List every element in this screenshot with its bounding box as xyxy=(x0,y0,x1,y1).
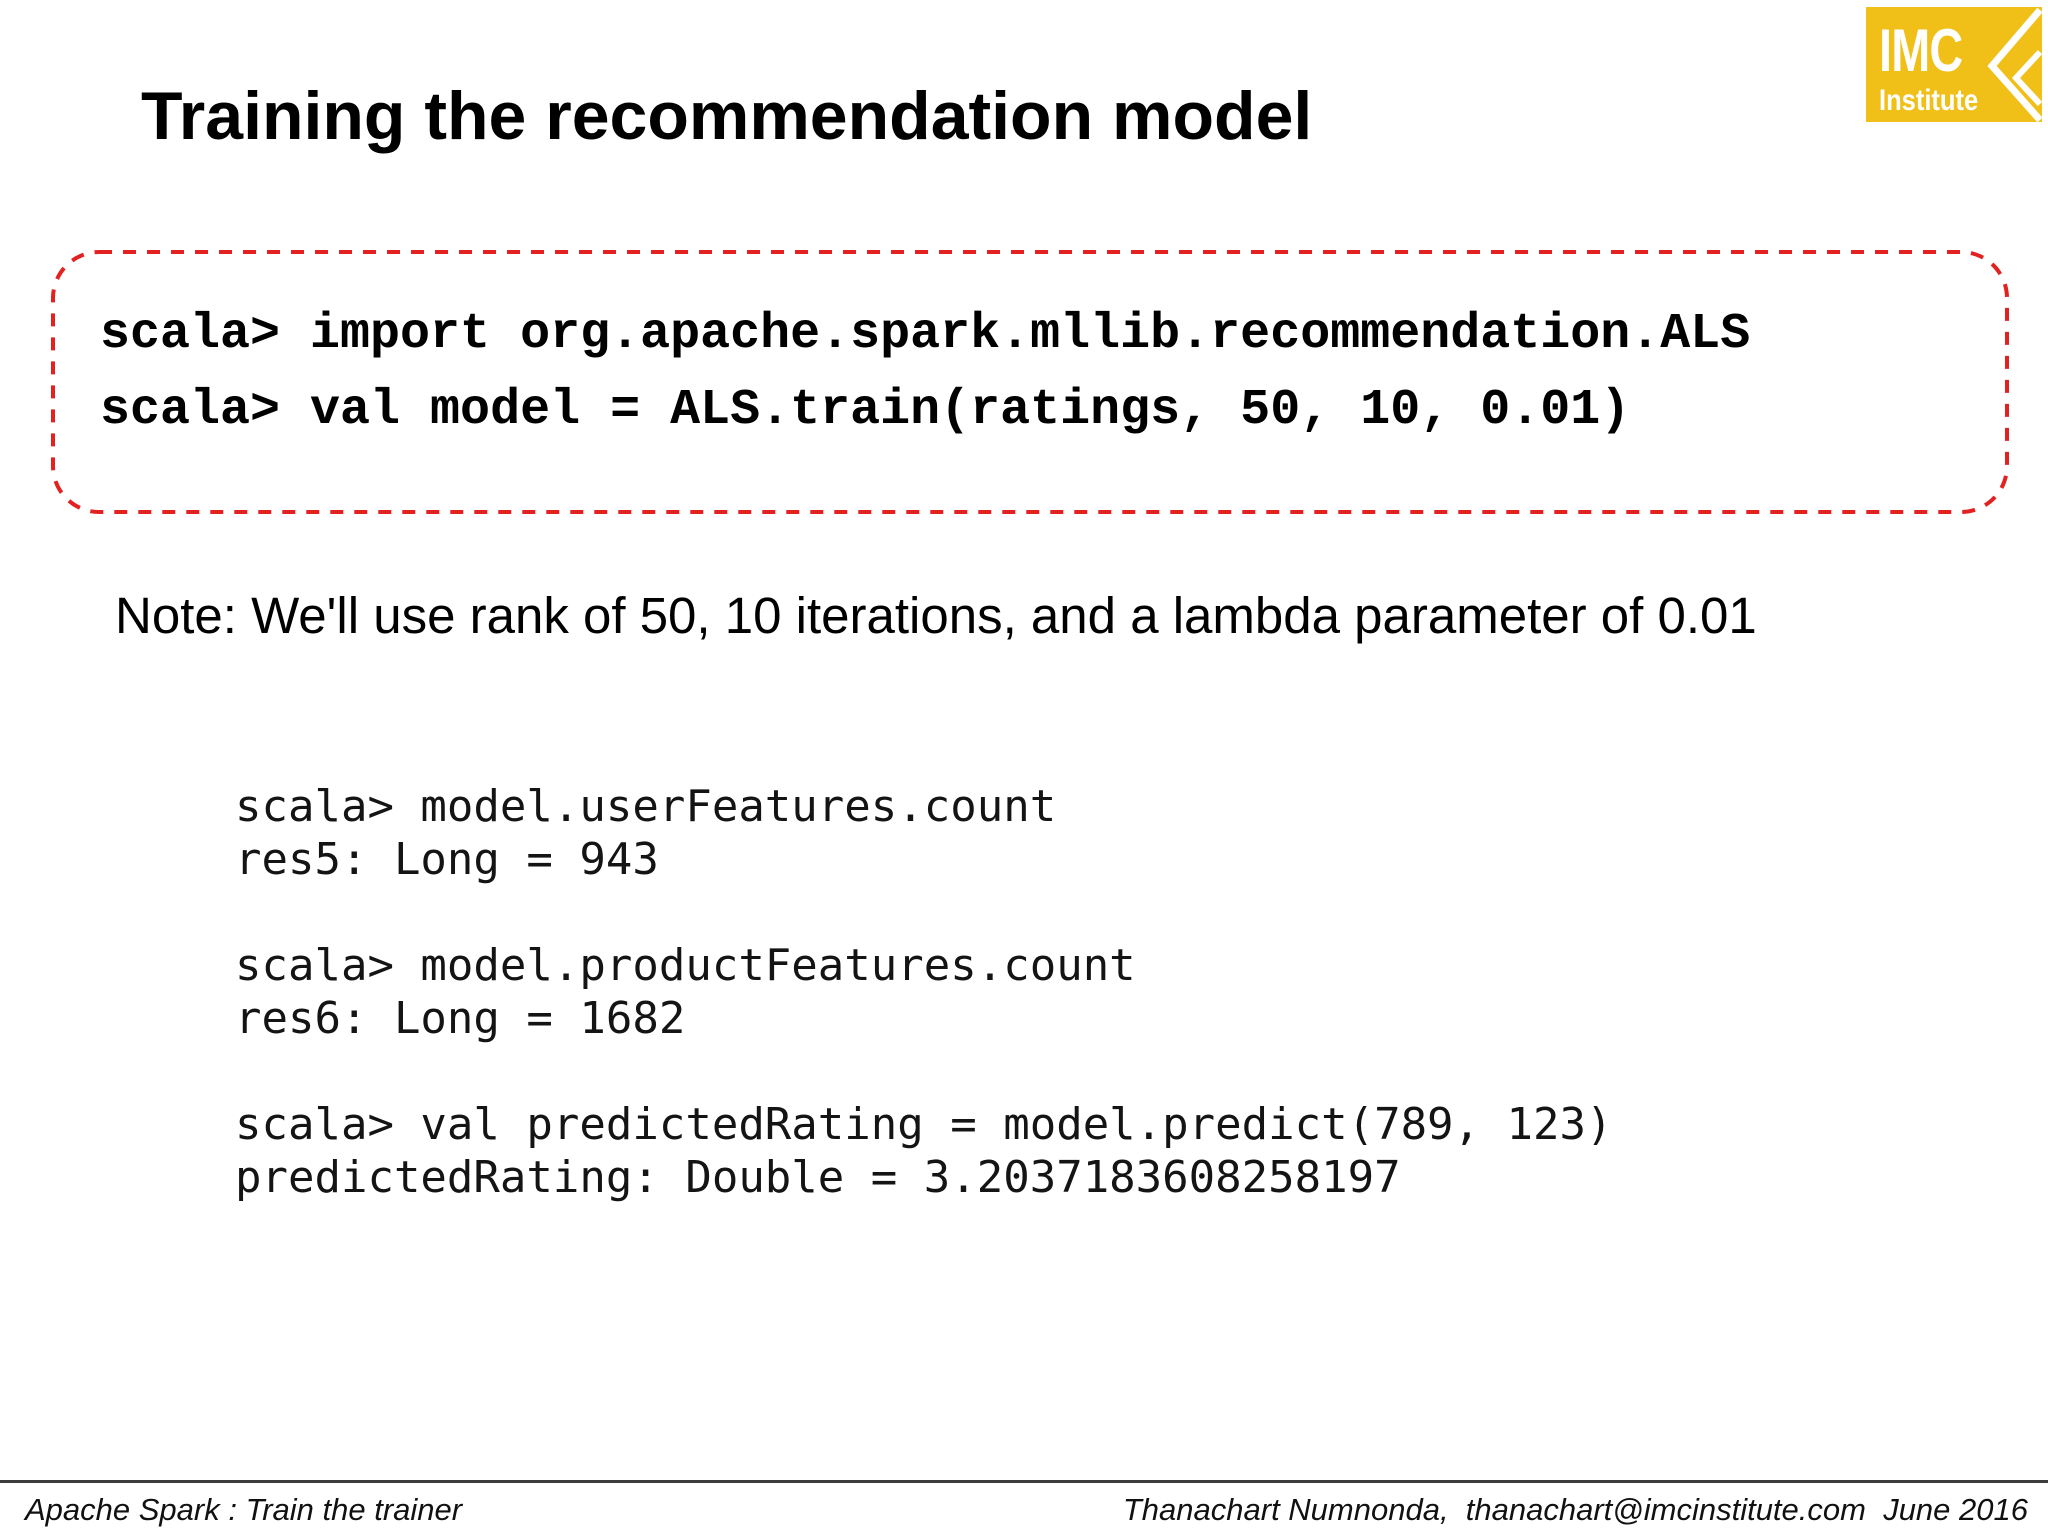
logo-wordmark: IMC xyxy=(1879,17,1963,84)
terminal-line: predictedRating: Double = 3.203718360825… xyxy=(235,1152,1401,1203)
terminal-line: scala> model.productFeatures.count xyxy=(235,940,1136,991)
terminal-line: scala> val predictedRating = model.predi… xyxy=(235,1099,1613,1150)
terminal-line: res5: Long = 943 xyxy=(235,834,659,885)
terminal-line xyxy=(235,1045,1613,1098)
code-highlight-box xyxy=(51,250,2009,514)
chevron-left-icon xyxy=(1987,7,2042,122)
imc-institute-logo: IMC Institute xyxy=(1866,7,2042,122)
terminal-line: res6: Long = 1682 xyxy=(235,993,686,1044)
terminal-line: scala> model.userFeatures.count xyxy=(235,781,1057,832)
code-line: scala> val model = ALS.train(ratings, 50… xyxy=(100,382,1631,439)
page-title: Training the recommendation model xyxy=(141,78,1313,154)
note-text: Note: We'll use rank of 50, 10 iteration… xyxy=(115,587,1757,644)
scala-code-snippet: scala> import org.apache.spark.mllib.rec… xyxy=(100,297,1750,449)
terminal-line xyxy=(235,886,1613,939)
code-line: scala> import org.apache.spark.mllib.rec… xyxy=(100,306,1751,363)
footer-divider xyxy=(0,1480,2048,1483)
footer-deck-title: Apache Spark : Train the trainer xyxy=(25,1492,463,1527)
footer-author-info: Thanachart Numnonda, thanachart@imcinsti… xyxy=(1122,1492,2028,1527)
logo-subtitle: Institute xyxy=(1879,84,1979,117)
